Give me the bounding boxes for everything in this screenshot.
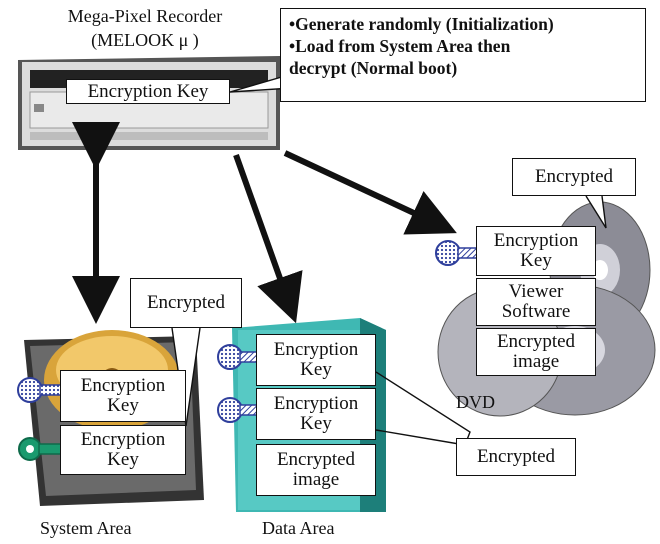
data-area-encrypted-image: Encrypted image bbox=[256, 444, 376, 496]
dvd-key: Encryption Key bbox=[476, 226, 596, 276]
data-area-encrypted-callout: Encrypted bbox=[456, 438, 576, 476]
system-area-key-1: Encryption Key bbox=[60, 370, 186, 422]
flow-arrows bbox=[72, 122, 457, 324]
system-area-key-2: Encryption Key bbox=[60, 425, 186, 475]
data-area-caption: Data Area bbox=[262, 518, 335, 538]
note-line-1: •Generate randomly (Initialization) bbox=[289, 14, 554, 34]
recorder-key-box: Encryption Key bbox=[66, 79, 230, 104]
dvd-encrypted-callout: Encrypted bbox=[512, 158, 636, 196]
data-area-key-1: Encryption Key bbox=[256, 334, 376, 386]
dvd-caption: DVD bbox=[456, 392, 495, 412]
data-area-key-2: Encryption Key bbox=[256, 388, 376, 440]
callout-pointers bbox=[171, 73, 607, 427]
dvd-viewer-software: Viewer Software bbox=[476, 278, 596, 326]
note-line-3: decrypt (Normal boot) bbox=[289, 58, 458, 78]
key-handling-note: •Generate randomly (Initialization) •Loa… bbox=[280, 8, 646, 102]
note-line-2: •Load from System Area then bbox=[289, 36, 511, 56]
dvd-encrypted-image: Encrypted image bbox=[476, 328, 596, 376]
system-area-encrypted-callout: Encrypted bbox=[130, 278, 242, 328]
recorder-title: Mega-Pixel Recorder bbox=[67, 6, 223, 26]
recorder-model: (MELOOK μ ) bbox=[91, 30, 199, 50]
system-area-caption: System Area bbox=[40, 518, 132, 538]
